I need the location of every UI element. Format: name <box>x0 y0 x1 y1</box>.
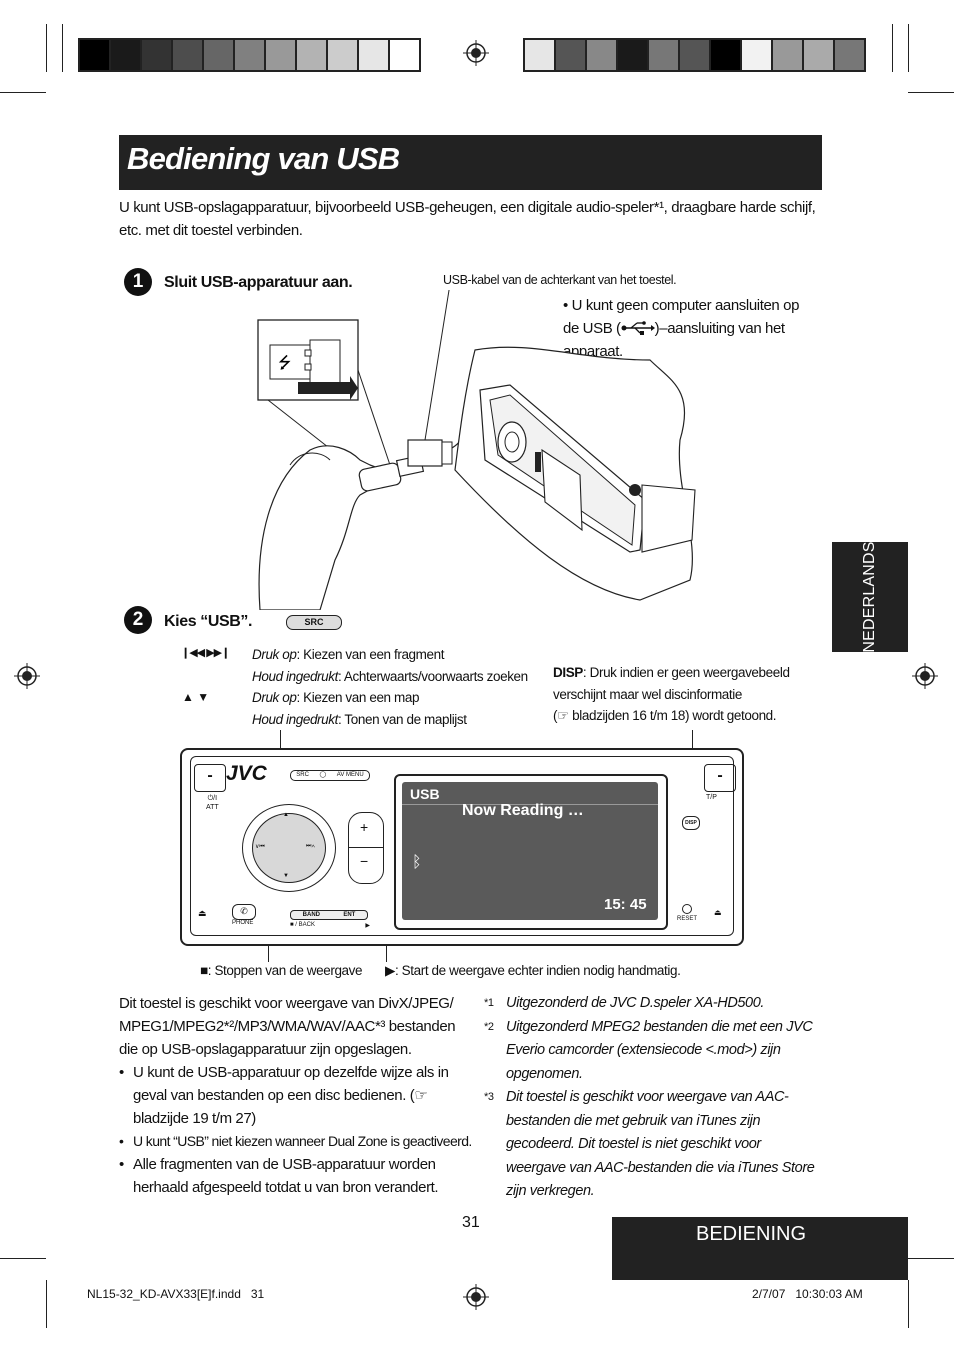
slug-date: 2/7/07 10:30:03 AM <box>752 1287 863 1301</box>
crop-mark <box>46 24 47 72</box>
step-2-label: Kies “USB”. <box>164 613 253 630</box>
skip-description: Druk op: Kiezen van een fragment Houd in… <box>252 647 528 727</box>
disp-description: DISP: Druk indien er geen weergavebeeld … <box>553 665 790 723</box>
page-number: 31 <box>462 1214 480 1231</box>
skip-buttons-symbol: ❙◀◀ ▶▶❙ <box>181 647 230 659</box>
screen-status: Now Reading … <box>462 802 584 819</box>
crop-mark <box>908 92 954 93</box>
lock-icon[interactable]: ⏏ <box>714 908 722 917</box>
crop-mark <box>908 24 909 72</box>
release-button-right[interactable]: - <box>704 764 736 792</box>
color-bar-right <box>523 38 866 72</box>
back-play-labels: ■ / BACK ▶ <box>290 922 370 929</box>
back-label: ■ / BACK <box>290 922 315 928</box>
registration-mark-icon <box>463 40 489 66</box>
language-tab: NEDERLANDS <box>832 541 908 653</box>
cable-caption: USB-kabel van de achterkant van het toes… <box>443 273 677 287</box>
jvc-logo: JVC <box>226 762 267 785</box>
reset-label: RESET <box>677 916 698 922</box>
eject-icon[interactable]: ⏏ <box>198 908 207 918</box>
step-1-label: Sluit USB-apparatuur aan. <box>164 274 353 291</box>
crop-mark <box>908 1280 909 1328</box>
play-label: ▶ <box>365 923 370 929</box>
stop-callout: ■: Stoppen van de weergave <box>200 963 363 978</box>
color-bar-left <box>78 38 421 72</box>
up-arrow-icon[interactable]: ▲ <box>283 812 289 818</box>
slug-file: NL15-32_KD-AVX33[E]f.indd 31 <box>87 1287 265 1301</box>
crop-mark <box>892 24 893 72</box>
intro-text: U kunt USB-opslagapparatuur, bijvoorbeel… <box>119 199 816 239</box>
title-bar: Bediening van USB <box>119 135 822 190</box>
screen-source: USB <box>410 786 440 802</box>
registration-mark-icon <box>463 1284 489 1310</box>
volume-rocker[interactable]: + − <box>348 812 384 884</box>
display-bezel: USB Now Reading … ᛒ 15: 45 <box>394 774 668 930</box>
av-menu-button[interactable]: AV MENU <box>336 772 364 778</box>
step-1-note: • U kunt geen computer aansluiten op de … <box>563 297 800 360</box>
src-button-icon: SRC <box>286 615 342 630</box>
updown-buttons-symbol: ▲ ▼ <box>182 690 210 704</box>
registration-mark-icon <box>912 663 938 689</box>
band-button[interactable]: BAND <box>302 912 320 918</box>
usb-symbol-icon <box>621 321 655 335</box>
step-1-note-start: U kunt geen computer aansluiten op de US… <box>563 297 800 337</box>
volume-down-icon[interactable]: − <box>360 853 369 869</box>
step-2-number: 2 <box>124 606 152 634</box>
crop-mark <box>46 1280 47 1328</box>
ent-button[interactable]: ENT <box>343 912 356 918</box>
skip-back-icon[interactable]: ∨⏮ <box>255 844 265 850</box>
step-1-number: 1 <box>124 268 152 296</box>
support-text: Dit toestel is geschikt voor weergave va… <box>119 992 474 1199</box>
tp-label[interactable]: T/P <box>706 794 717 801</box>
usb-connection-illustration: ⭍ <box>257 290 696 610</box>
disp-button[interactable]: DISP <box>682 816 700 830</box>
crop-mark <box>0 1258 46 1259</box>
crop-mark <box>908 1258 954 1259</box>
phone-label: PHONE <box>232 920 254 926</box>
src-button[interactable]: SRC <box>296 772 309 778</box>
skip-forward-icon[interactable]: ⏭∧ <box>306 843 316 849</box>
crop-mark <box>0 92 46 93</box>
down-arrow-icon[interactable]: ▼ <box>283 873 289 879</box>
release-button-left[interactable]: - <box>194 764 226 792</box>
display-screen: USB Now Reading … ᛒ 15: 45 <box>402 782 658 920</box>
src-avmenu-buttons: SRC◯AV MENU <box>290 770 370 781</box>
page-title: Bediening van USB <box>127 141 400 176</box>
phone-icon[interactable]: ✆ <box>232 904 256 920</box>
registration-mark-icon <box>14 663 40 689</box>
screen-time: 15: 45 <box>604 896 647 913</box>
control-dial[interactable]: ▲ ▼ ∨⏮ ⏭∧ <box>242 804 336 892</box>
bluetooth-icon: ᛒ <box>412 854 422 871</box>
reset-button[interactable] <box>682 904 692 914</box>
crop-mark <box>62 24 63 72</box>
section-tab: BEDIENING <box>612 1217 908 1280</box>
svg-text:⭍: ⭍ <box>278 353 291 372</box>
volume-up-icon[interactable]: + <box>360 819 369 835</box>
band-ent-buttons: BAND ENT <box>290 910 368 920</box>
play-callout: ▶: Start de weergave echter indien nodig… <box>385 963 681 978</box>
